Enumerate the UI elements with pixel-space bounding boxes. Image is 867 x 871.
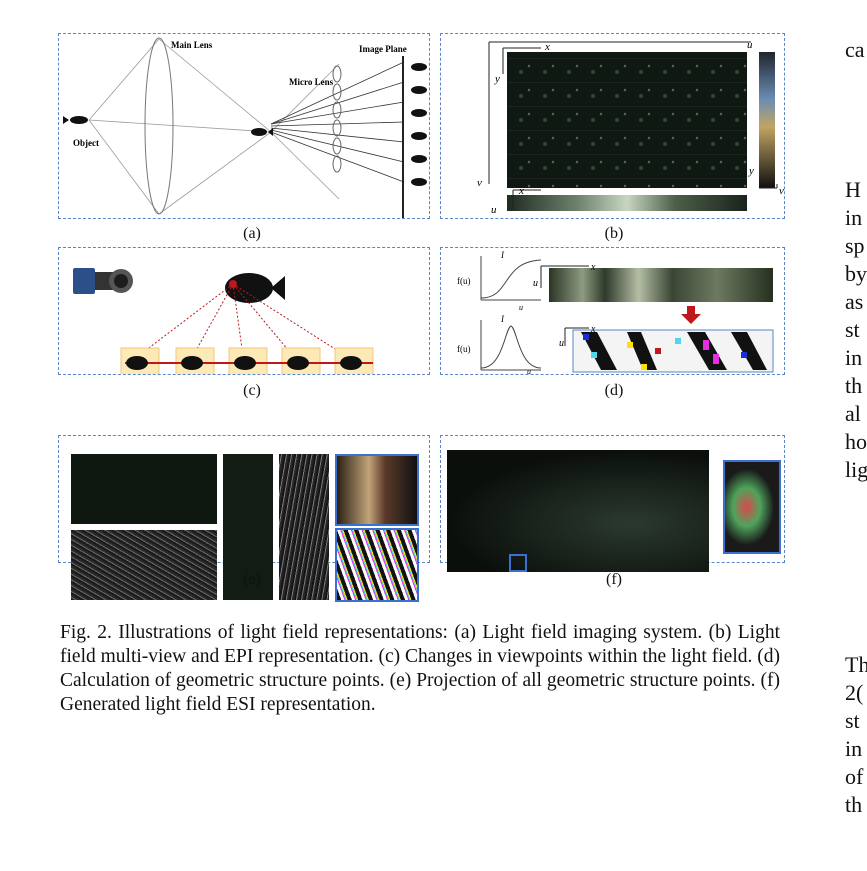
plot1-I-label: I bbox=[500, 250, 505, 260]
right-col-line: by bbox=[845, 261, 867, 286]
label-b: (b) bbox=[604, 225, 624, 242]
plot1-u-label: u bbox=[519, 303, 523, 312]
right-col-line: lig bbox=[845, 457, 867, 482]
axis-v2-label: v bbox=[779, 185, 784, 197]
right-col-line: st bbox=[845, 708, 860, 733]
fish-image-icon bbox=[251, 128, 273, 136]
axis-x-label: x bbox=[544, 41, 550, 53]
structure-points-diagram: I f(u) u I f(u) u x u bbox=[457, 250, 774, 376]
label-f: (f) bbox=[606, 571, 622, 588]
main-lens-shape bbox=[144, 37, 174, 215]
plot2-f-label: f(u) bbox=[457, 344, 471, 354]
viewpoint-diagram bbox=[73, 268, 374, 381]
multiview-epi-diagram: x u y v y v u x bbox=[477, 39, 784, 216]
right-col-line: th bbox=[845, 792, 863, 817]
fish-object-icon bbox=[63, 116, 88, 124]
zoom-color-image bbox=[335, 454, 419, 526]
esi-zoom-image bbox=[723, 460, 781, 554]
epi-x-label: x bbox=[590, 262, 596, 273]
axis-x2-label: x bbox=[518, 185, 524, 197]
map-x-label: x bbox=[590, 324, 596, 335]
plot1-f-label: f(u) bbox=[457, 276, 471, 286]
zoom-structure-image bbox=[335, 528, 419, 602]
plot2-I-label: I bbox=[500, 314, 505, 324]
map-u-label: u bbox=[559, 338, 564, 349]
right-col-line: in bbox=[845, 205, 863, 230]
axis-u2-label: u bbox=[491, 204, 497, 216]
right-col-line: as bbox=[845, 289, 864, 314]
image-plane-fish-icons bbox=[411, 63, 427, 186]
vertical-edge-image bbox=[279, 454, 329, 600]
right-col-line: 2( bbox=[845, 680, 864, 705]
right-col-line: in bbox=[845, 736, 863, 761]
axis-y2-label: y bbox=[748, 165, 754, 177]
imaging-system-diagram: Main Lens Micro Lens Image Plane Object bbox=[63, 37, 427, 218]
right-col-line: of bbox=[845, 764, 864, 789]
panel-d: I f(u) u I f(u) u x u bbox=[440, 247, 785, 376]
scene-edge-image bbox=[71, 530, 217, 600]
esi-image bbox=[447, 450, 709, 572]
right-column-para-1: H in sp by as st in th al ho lig bbox=[845, 176, 867, 484]
right-col-line: ho bbox=[845, 429, 867, 454]
micro-lens-label: Micro Lens bbox=[289, 77, 334, 87]
axis-y-label: y bbox=[494, 73, 500, 85]
right-col-line: al bbox=[845, 401, 861, 426]
right-column-para-2: Th 2( st in of th bbox=[845, 651, 867, 819]
main-lens-label: Main Lens bbox=[171, 40, 213, 50]
axis-v-label: v bbox=[477, 177, 482, 189]
right-col-line: in bbox=[845, 345, 863, 370]
epi-image bbox=[549, 268, 773, 302]
right-col-line: Th bbox=[845, 652, 867, 677]
figure-caption: Fig. 2. Illustrations of light field rep… bbox=[60, 622, 780, 715]
vertical-epi-image bbox=[759, 52, 775, 188]
object-label: Object bbox=[73, 138, 99, 148]
panel-a: Main Lens Micro Lens Image Plane Object bbox=[58, 33, 430, 219]
plot2-u-label: u bbox=[527, 367, 531, 374]
vertical-slice-image bbox=[223, 454, 273, 600]
multiview-grid-image bbox=[507, 52, 747, 188]
label-e: (e) bbox=[243, 571, 261, 588]
label-d: (d) bbox=[604, 382, 624, 399]
right-col-line: th bbox=[845, 373, 863, 398]
image-plane-label: Image Plane bbox=[359, 44, 407, 54]
axis-u-label: u bbox=[747, 39, 753, 51]
right-col-line: H bbox=[845, 177, 861, 202]
panel-b: x u y v y v u x bbox=[440, 33, 785, 219]
esi-zoom-box bbox=[509, 554, 527, 572]
panel-f bbox=[440, 435, 785, 572]
right-col-line: ca bbox=[845, 37, 865, 62]
label-a: (a) bbox=[243, 225, 261, 242]
panel-c bbox=[58, 247, 430, 381]
right-col-line: sp bbox=[845, 233, 865, 258]
horizontal-epi-image bbox=[507, 195, 747, 211]
right-col-line: st bbox=[845, 317, 860, 342]
camera-icon bbox=[73, 268, 133, 294]
scene-image-top bbox=[71, 454, 217, 524]
right-column-text: ca bbox=[845, 36, 865, 64]
epi-u-label: u bbox=[533, 278, 538, 289]
red-down-arrow bbox=[681, 306, 701, 324]
label-c: (c) bbox=[243, 382, 261, 399]
panel-e bbox=[58, 435, 430, 602]
